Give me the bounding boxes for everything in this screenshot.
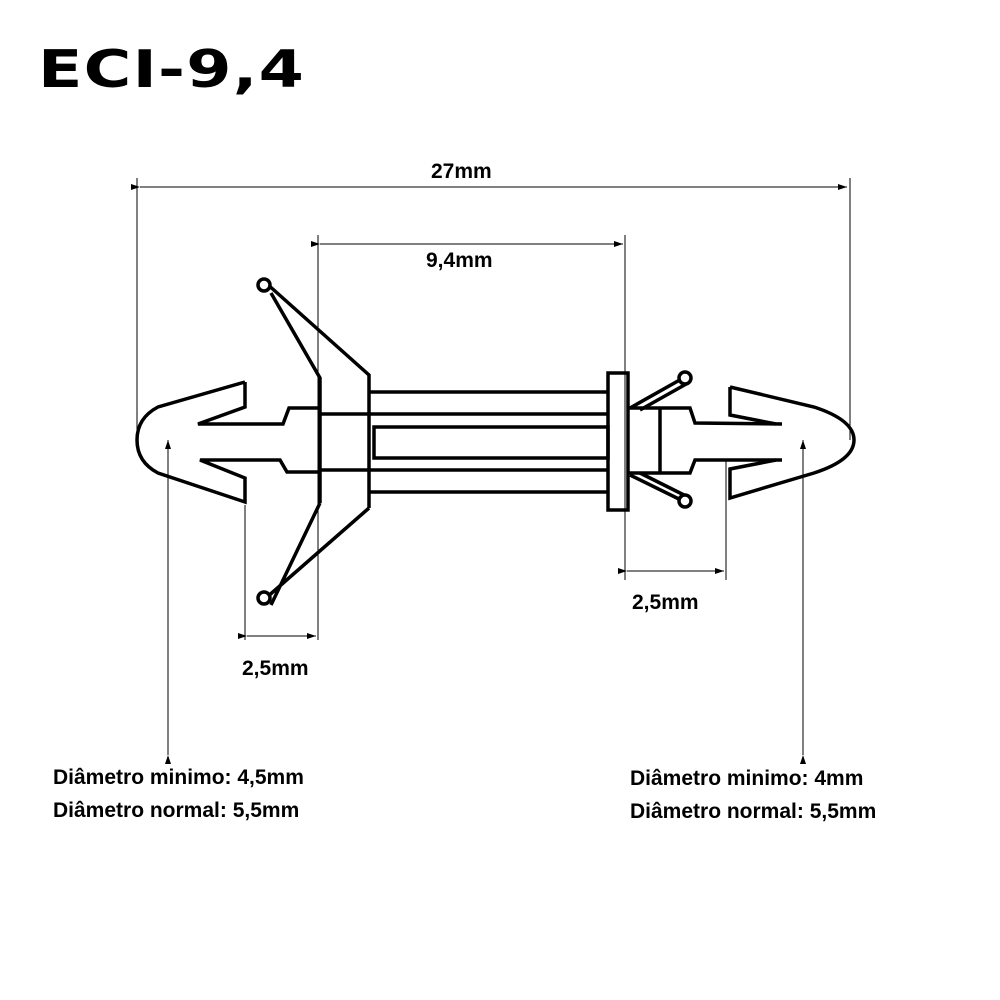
right-spring-arms — [629, 375, 689, 504]
clip-outline — [135, 277, 856, 606]
dim-label-overall: 27mm — [431, 160, 492, 183]
dimension-lines — [131, 178, 851, 764]
right-min-diameter: Diâmetro minimo: 4mm — [630, 767, 864, 790]
dim-label-left-gap: 2,5mm — [242, 657, 309, 680]
dim-label-right-gap: 2,5mm — [632, 591, 699, 614]
left-head — [135, 380, 320, 505]
left-min-diameter: Diâmetro minimo: 4,5mm — [53, 766, 304, 789]
body-rails — [320, 390, 608, 494]
part-title: ECI-9,4 — [38, 40, 306, 100]
right-neck — [628, 406, 783, 475]
left-flange — [264, 281, 371, 606]
right-normal-diameter: Diâmetro normal: 5,5mm — [630, 800, 877, 823]
right-collar — [606, 371, 630, 512]
dim-label-body: 9,4mm — [426, 249, 493, 272]
right-head — [728, 385, 856, 501]
body-slot — [372, 425, 610, 460]
left-normal-diameter: Diâmetro normal: 5,5mm — [53, 799, 300, 822]
